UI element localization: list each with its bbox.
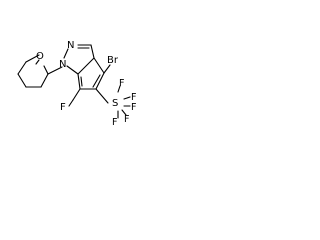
bond-thp-3 [17,73,27,88]
atom-label-sf-right-lower-b: F [124,114,129,125]
pyrazole-ring [63,44,95,75]
bond-thp-6 [43,65,49,75]
atom-label-br: Br [107,55,119,66]
bond-c3a-c7a [77,57,95,75]
atom-label-s: S [112,98,118,109]
atom-label-f7: F [60,102,66,113]
bond-thp-1 [25,54,40,63]
bond-c4-c5 [95,72,105,90]
bond-thp-2 [17,61,27,75]
bond-c4-br [103,64,111,74]
bond-thp-5 [40,73,49,88]
atom-label-n2: N [67,40,74,51]
bond-c6-c7 [72,88,81,101]
chemical-structure-diagram: N N Br F O S F F F F F [17,40,136,128]
bond-s-f-right-upper [123,96,131,100]
bond-s-f-top [117,85,121,93]
bond-c5-s [95,88,109,104]
bond-c3a-c4 [93,57,105,74]
atom-label-n1: N [59,59,66,70]
bond-s-f-right-lower-b [121,109,127,116]
benzene-ring [72,57,105,101]
bond-c7-c7a [77,73,81,90]
tetrahydropyran-ring [17,54,49,88]
atom-label-sf-right-upper: F [131,92,136,103]
atom-label-sf-right-lower-a: F [131,102,136,113]
bond-n1-c7a [66,65,79,75]
bond-thp-to-n1 [47,66,63,75]
bond-c7a-inner [80,76,83,87]
bond-thp-7 [35,59,40,65]
pentafluorosulfanyl-group [117,85,131,119]
atom-label-sf-bottom: F [112,117,117,128]
bond-n1-n2 [63,48,69,59]
bond-c7-f [68,99,74,107]
bond-c3-c3a [90,44,95,59]
atom-label-sf-top: F [119,78,124,89]
bond-c4-c5-inner [92,74,101,88]
atom-label-o: O [36,51,44,62]
